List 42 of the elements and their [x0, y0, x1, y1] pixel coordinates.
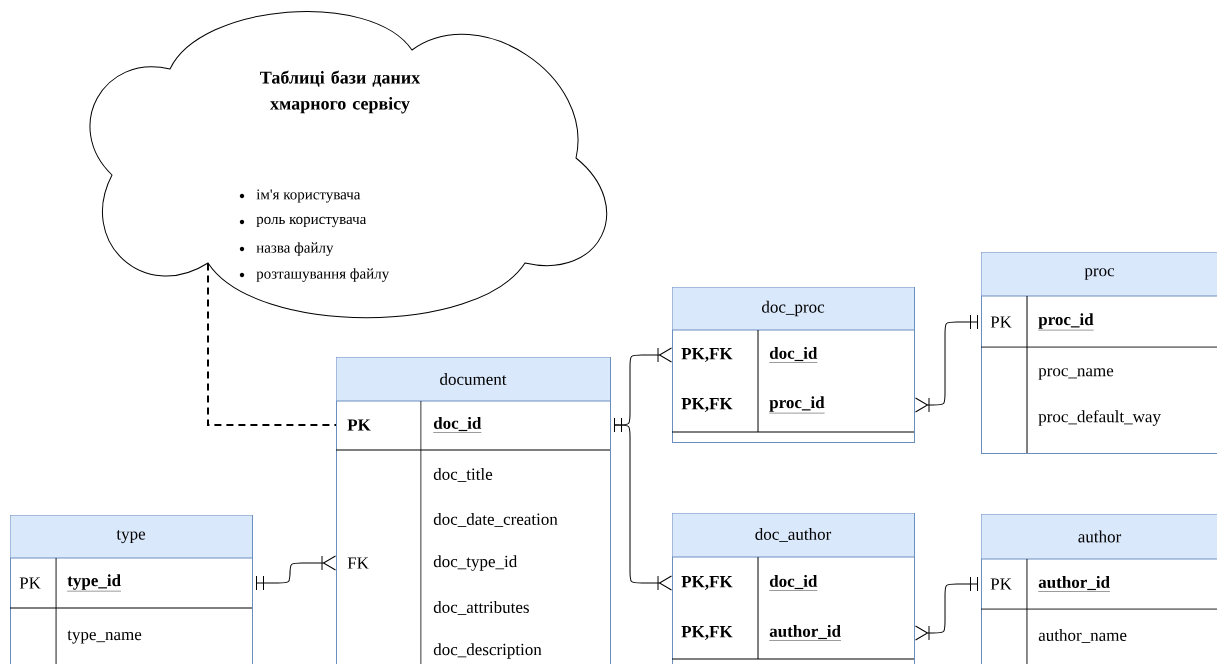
table-header: doc_proc: [671, 287, 915, 331]
field-name: doc_id: [433, 416, 482, 433]
key-label: FK: [347, 557, 369, 569]
field-name: doc_title: [433, 468, 493, 482]
relationship-line: [614, 417, 672, 591]
field-name: doc_id: [769, 346, 818, 363]
key-label: PK: [990, 578, 1012, 590]
table-header: document: [335, 357, 611, 402]
key-label: PK: [19, 577, 41, 589]
key-label: PK,FK: [681, 398, 733, 412]
field-name: type_id: [67, 574, 122, 592]
relationship-line: [915, 576, 978, 641]
dashed-connector: [207, 262, 337, 426]
list-item: ім'я користувача: [239, 189, 361, 203]
field-name: doc_date_creation: [433, 513, 558, 527]
field-name: doc_description: [433, 643, 542, 659]
table-header: proc: [980, 252, 1217, 297]
field-name: proc_id: [769, 396, 825, 414]
key-label: PK: [347, 419, 371, 431]
cloud-title: Таблиці бази даних хмарного сервісу: [260, 70, 421, 114]
field-name: author_id: [1038, 575, 1111, 592]
relationship-line: [256, 555, 336, 591]
key-label: PK,FK: [681, 576, 733, 590]
field-name: doc_id: [769, 574, 818, 591]
list-item: роль користувача: [239, 216, 367, 228]
field-name: proc_name: [1038, 368, 1114, 380]
field-name: doc_type_id: [433, 555, 518, 571]
table-header: type: [9, 515, 253, 559]
relationship-line: [915, 314, 978, 413]
field-name: proc_id: [1038, 313, 1094, 331]
field-name: doc_attributes: [433, 601, 529, 615]
field-name: type_name: [67, 630, 142, 644]
field-name: proc_default_way: [1038, 410, 1161, 426]
field-name: author_name: [1038, 629, 1127, 643]
table-header: doc_author: [671, 513, 915, 558]
key-label: PK,FK: [681, 348, 733, 362]
list-item: назва файлу: [239, 242, 334, 256]
list-item: розташування файлу: [239, 268, 390, 282]
table-header: author: [980, 514, 1217, 560]
field-name: author_id: [769, 624, 842, 641]
key-label: PK,FK: [681, 626, 733, 640]
key-label: PK: [990, 316, 1012, 328]
